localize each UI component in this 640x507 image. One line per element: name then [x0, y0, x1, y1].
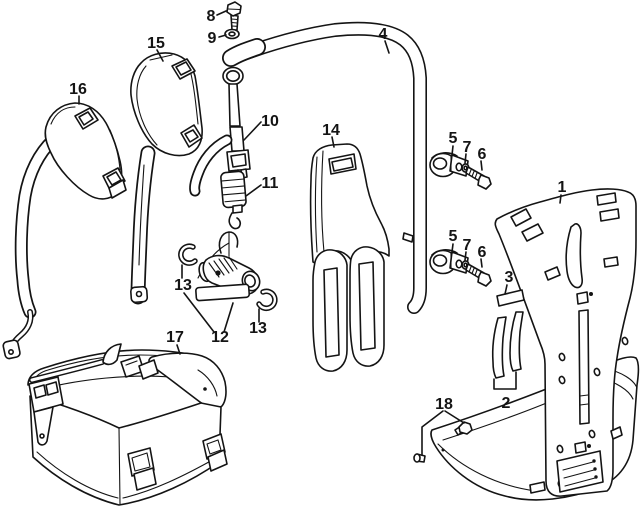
part-1-backplate	[494, 188, 637, 497]
part-8-bolt	[226, 1, 242, 31]
belt-buckle	[28, 376, 64, 446]
strap-pad	[130, 52, 203, 157]
part-label-4: 4	[379, 26, 388, 43]
belt-keeper	[127, 447, 157, 491]
belt-keeper	[202, 433, 228, 472]
part-label-16: 16	[69, 81, 87, 98]
lumbar-pad	[148, 352, 227, 409]
part-label-15: 15	[147, 35, 165, 52]
part-5-6-7-clamp-set	[429, 152, 492, 190]
part-label-13: 13	[174, 277, 192, 294]
part-17-hip-belt	[27, 343, 228, 506]
part-14-back-cushion	[309, 143, 390, 372]
hook	[228, 212, 242, 230]
part-label-17: 17	[166, 329, 184, 346]
part-3-pad	[496, 289, 525, 307]
belt-clip	[120, 355, 159, 380]
part-12-clamp-assembly	[195, 231, 261, 302]
part-label-5: 5	[449, 130, 458, 147]
part-9-washer	[224, 28, 240, 40]
part-label-1: 1	[558, 179, 567, 196]
part-label-12: 12	[211, 329, 229, 346]
part-label-10: 10	[261, 113, 279, 130]
base-plate	[195, 283, 251, 302]
leader-lines	[78, 10, 562, 456]
part-label-6: 6	[478, 146, 487, 163]
part-label-13: 13	[249, 320, 267, 337]
part-label-18: 18	[435, 396, 453, 413]
vertical-slot	[578, 309, 590, 425]
part-15-shoulder-strap	[130, 52, 203, 305]
part-label-6: 6	[478, 244, 487, 261]
part-label-5: 5	[449, 228, 458, 245]
tube-tab	[402, 232, 414, 243]
part-16-shoulder-strap	[2, 102, 127, 360]
part-2-pads	[491, 311, 524, 379]
part-label-8: 8	[207, 8, 216, 25]
bolt-head	[477, 174, 492, 190]
name-plate	[556, 450, 604, 493]
belt-fin	[102, 343, 122, 366]
part-label-9: 9	[208, 30, 217, 47]
bowl-plug	[413, 453, 426, 463]
curved-slot	[565, 223, 583, 289]
part-label-2: 2	[502, 395, 511, 412]
bowl-bolt	[454, 421, 473, 436]
part-label-14: 14	[322, 122, 340, 139]
part-label-7: 7	[463, 139, 472, 156]
part-label-11: 11	[262, 175, 279, 192]
rivet-dot	[441, 448, 445, 452]
part-11-clip	[220, 170, 247, 230]
belt-front	[29, 395, 222, 506]
part-label-7: 7	[463, 237, 472, 254]
part-13-spring-clips	[178, 243, 278, 312]
part-label-3: 3	[505, 269, 514, 286]
part-4-frame-tube	[222, 21, 427, 314]
